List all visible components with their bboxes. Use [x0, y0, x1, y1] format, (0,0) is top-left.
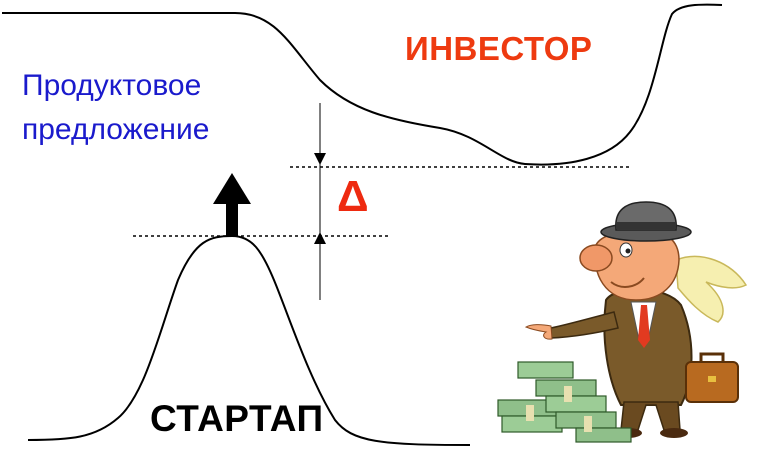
money-stack-icon	[497, 361, 632, 443]
product-offer-line1: Продуктовое	[22, 69, 202, 102]
briefcase-icon	[685, 352, 739, 403]
startup-label: СТАРТАП	[150, 398, 324, 439]
legs	[620, 401, 681, 431]
wing-icon	[675, 255, 748, 323]
product-offer-label: Продуктовое предложение	[22, 64, 209, 152]
investor-illustration	[497, 201, 748, 443]
pointing-hand	[524, 324, 553, 340]
shoe-right	[660, 428, 688, 438]
delta-label: Δ	[337, 172, 369, 221]
investor-label: ИНВЕСТОР	[405, 30, 593, 67]
smile	[610, 277, 645, 288]
nose	[579, 244, 613, 272]
investor-curve	[2, 3, 723, 166]
push-arrow-head	[213, 173, 251, 204]
gap-arrow-down	[314, 153, 326, 165]
tie-icon	[638, 305, 650, 348]
hat-icon	[600, 201, 692, 242]
product-offer-line2: предложение	[22, 113, 210, 146]
push-arrow-shaft	[226, 200, 238, 236]
gap-arrow-up	[314, 232, 326, 244]
